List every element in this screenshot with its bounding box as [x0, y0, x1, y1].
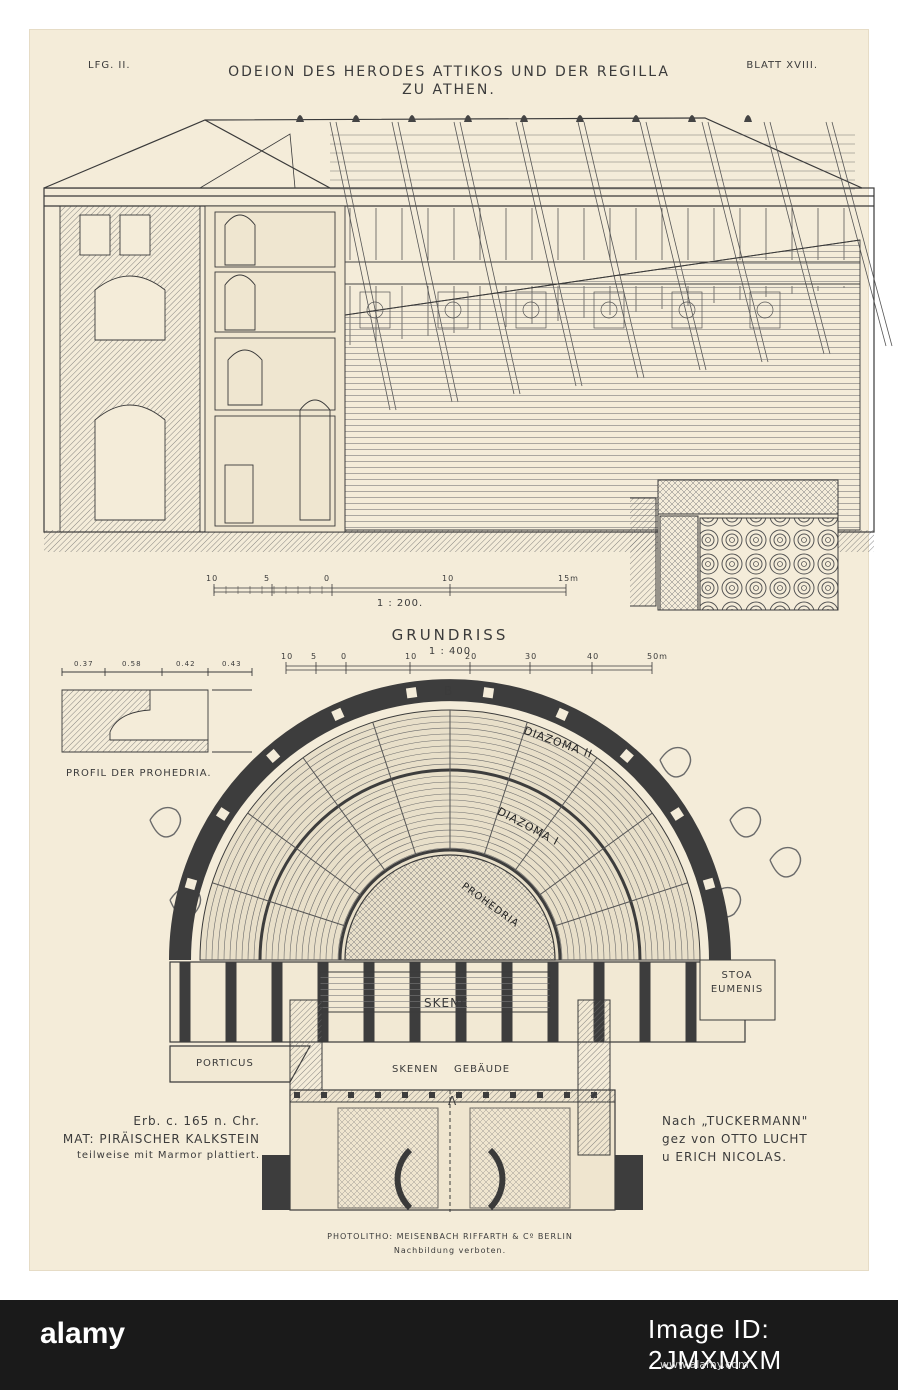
wall-openings: [184, 687, 716, 891]
plan-scale-tick: 40: [587, 652, 600, 661]
longitudinal-section-drawing: [43, 115, 893, 1212]
section-scale-tick: 0: [324, 574, 331, 583]
credit-verboten: Nachbildung verboten.: [393, 1246, 507, 1255]
stock-footer-bar: [0, 1300, 898, 1390]
lfg-label: LFG. II.: [88, 60, 131, 71]
stair-aisles: [212, 710, 688, 927]
plan-scale-tick: 10: [281, 652, 294, 661]
note-nicolas: u ERICH NICOLAS.: [662, 1150, 788, 1164]
mosaic-detail: [630, 479, 839, 611]
section-scale-tick: 15m: [558, 574, 579, 583]
label-porticus: PORTICUS: [196, 1058, 254, 1069]
site-url: www.alamy.com: [660, 1358, 749, 1371]
roof-finials: [296, 115, 752, 122]
credit-photolitho: PHOTOLITHO: MEISENBACH RIFFARTH & Cº BER…: [327, 1232, 573, 1241]
plan-point-b: B: [444, 684, 454, 698]
note-lucht: gez von OTTO LUCHT: [662, 1132, 808, 1146]
profile-dimension: 0.43: [222, 660, 242, 668]
profile-dimension: 0.58: [122, 660, 142, 668]
stage-facade: [59, 205, 346, 533]
note-erbaut: Erb. c. 165 n. Chr.: [133, 1114, 260, 1128]
plan-title: GRUNDRISS: [391, 626, 509, 644]
label-stoa: STOA: [721, 970, 753, 981]
label-skenen: SKENEN: [392, 1064, 439, 1075]
plan-scale-bar: [285, 662, 653, 674]
profile-caption: PROFIL DER PROHEDRIA.: [66, 768, 212, 779]
outer-wall: [169, 679, 731, 961]
alamy-logo-text: alamy: [40, 1317, 125, 1350]
label-gebaeude: GEBÄUDE: [454, 1064, 511, 1075]
floor-plan: [149, 679, 802, 1212]
orchestra: [344, 854, 556, 961]
plan-scale-tick: 20: [465, 652, 478, 661]
plan-point-a: A: [448, 1094, 458, 1108]
sheet-title: ODEION DES HERODES ATTIKOS UND DER REGIL…: [228, 64, 670, 80]
label-skene: SKENE: [424, 996, 469, 1010]
note-marmor: teilweise mit Marmor plattiert.: [77, 1150, 260, 1161]
note-material: MAT: PIRÄISCHER KALKSTEIN: [62, 1132, 260, 1146]
section-scale-tick: 10: [442, 574, 455, 583]
profile-dimension: 0.37: [74, 660, 94, 668]
plan-scale-tick: 10: [405, 652, 418, 661]
label-eumenis: EUMENIS: [710, 984, 764, 995]
plan-scale-tick: 50m: [647, 652, 668, 661]
plan-scale-tick: 30: [525, 652, 538, 661]
blatt-label: BLATT XVIII.: [746, 60, 818, 71]
note-tuckermann: Nach „TUCKERMANN": [662, 1114, 809, 1128]
profile-dimension: 0.42: [176, 660, 196, 668]
sheet-subtitle: ZU ATHEN.: [402, 82, 496, 98]
section-scale-tick: 10: [206, 574, 219, 583]
plan-scale-tick: 0: [341, 652, 348, 661]
section-scale-bar: [213, 584, 567, 596]
section-scale-label: 1 : 200.: [376, 598, 424, 609]
section-scale-tick: 5: [264, 574, 271, 583]
alamy-logo: alamy: [40, 1316, 150, 1350]
plan-scale-label: 1 : 400: [428, 646, 472, 657]
prohedria-profile: [61, 668, 253, 753]
plan-scale-tick: 5: [311, 652, 318, 661]
relief-panels: [359, 291, 781, 329]
image-id: Image ID: 2JMXMXM: [648, 1314, 783, 1375]
